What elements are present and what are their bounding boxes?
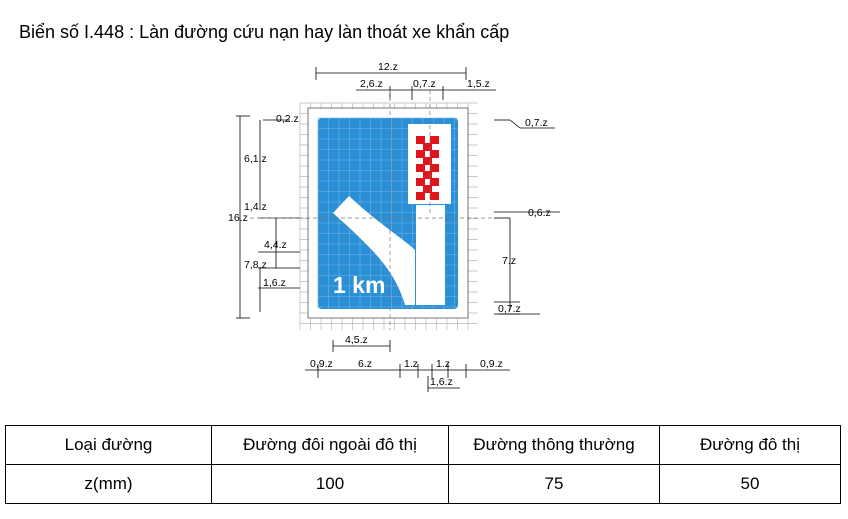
- barrier-block: [430, 192, 439, 200]
- dim-left-upper: 6,1.z: [244, 153, 267, 165]
- barrier-pattern: [416, 136, 439, 200]
- dim-top-mid: 0,7.z: [413, 78, 436, 90]
- distance-label: 1 km: [333, 272, 385, 298]
- table-cell: 75: [448, 464, 660, 504]
- dim-top-right: 1,5.z: [467, 78, 490, 90]
- table-cell: 50: [659, 464, 841, 504]
- dim-below: 1,6.z: [430, 376, 453, 388]
- dim-b2: 6.z: [358, 358, 372, 370]
- size-table: Loại đường Đường đôi ngoài đô thị Đường …: [5, 425, 841, 504]
- escape-lane-arrow: [416, 205, 445, 305]
- dim-left-total: 16.z: [228, 212, 248, 224]
- center-lines: [250, 90, 494, 330]
- diverging-lane-arrow: [333, 196, 415, 305]
- barrier-block: [416, 150, 425, 158]
- barrier-block: [423, 171, 432, 179]
- dim-left-lane: 4,4.z: [264, 239, 287, 251]
- dim-b3: 1.z: [404, 358, 418, 370]
- dim-left-gap: 1,4.z: [244, 201, 267, 213]
- barrier-block: [430, 178, 439, 186]
- barrier-block: [430, 150, 439, 158]
- page-title: Biển số I.448 : Làn đường cứu nạn hay là…: [19, 22, 510, 42]
- table-row: z(mm) 100 75 50: [5, 464, 841, 504]
- barrier-block: [416, 178, 425, 186]
- dim-b5: 0,9.z: [480, 358, 503, 370]
- dim-top-left: 2,6.z: [360, 78, 383, 90]
- table-row: Loại đường Đường đôi ngoài đô thị Đường …: [5, 425, 841, 465]
- barrier-block: [423, 143, 432, 151]
- barrier-block: [423, 185, 432, 193]
- table-cell: Đường đô thị: [659, 425, 841, 465]
- barrier-block: [416, 164, 425, 172]
- table-cell: z(mm): [5, 464, 212, 504]
- dim-right-lower: 7.z: [502, 255, 516, 267]
- dim-corner: 0,2.z: [276, 113, 299, 125]
- dim-left-text: 1,6.z: [263, 277, 286, 289]
- barrier-block: [430, 136, 439, 144]
- dim-b4: 1.z: [436, 358, 450, 370]
- table-cell: 100: [211, 464, 449, 504]
- dim-right-mid: 0,6.z: [528, 207, 551, 219]
- sign-i448: 1 km: [307, 107, 469, 319]
- barrier-block: [423, 157, 432, 165]
- dim-right-bottom: 0,7.z: [498, 303, 521, 315]
- barrier-block: [416, 192, 425, 200]
- dim-b1: 0,9.z: [310, 358, 333, 370]
- sign-diagram: 1 km: [228, 61, 560, 392]
- dimension-lines: [236, 67, 560, 392]
- dimension-labels: 12.z 2,6.z 0,7.z 1,5.z 0,2.z 0,7.z 6,1.z…: [228, 61, 551, 388]
- dim-bottom-lane: 4,5.z: [345, 334, 368, 346]
- dim-top-overall: 12.z: [378, 61, 398, 73]
- barrier-block: [430, 164, 439, 172]
- dim-left-lower: 7,8.z: [244, 259, 267, 271]
- barrier-block: [416, 136, 425, 144]
- dim-right-border: 0,7.z: [525, 117, 548, 129]
- table-cell: Loại đường: [5, 425, 212, 465]
- table-cell: Đường đôi ngoài đô thị: [211, 425, 449, 465]
- table-cell: Đường thông thường: [448, 425, 660, 465]
